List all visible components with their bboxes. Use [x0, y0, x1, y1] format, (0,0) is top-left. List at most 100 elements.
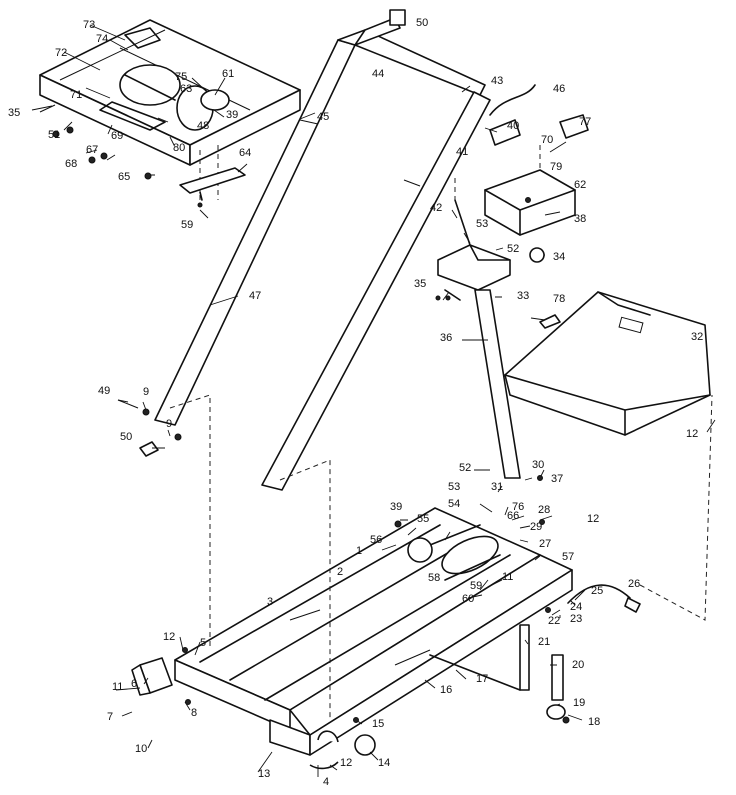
part-label: 65 — [118, 171, 130, 183]
part-label: 26 — [628, 578, 640, 590]
hardware-fasteners — [52, 126, 570, 724]
part-label: 62 — [574, 179, 586, 191]
motor-housing-assembly — [39, 19, 301, 166]
part-label: 52 — [507, 243, 519, 255]
part-label: 13 — [258, 768, 270, 780]
part-label: 39 — [390, 501, 402, 513]
part-label: 57 — [562, 551, 574, 563]
part-label: 5 — [200, 637, 206, 649]
lift-tube — [519, 624, 530, 691]
part-label: 54 — [448, 498, 460, 510]
part-label: 50 — [416, 17, 428, 29]
part-label: 48 — [197, 120, 209, 132]
part-label: 79 — [550, 161, 562, 173]
part-label: 67 — [86, 144, 98, 156]
part-label: 73 — [83, 19, 95, 31]
part-label: 72 — [55, 47, 67, 59]
treadmill-frame — [174, 507, 573, 756]
part-label: 60 — [462, 593, 474, 605]
part-label: 53 — [476, 218, 488, 230]
part-label: 37 — [551, 473, 563, 485]
part-label: 17 — [476, 673, 488, 685]
part-label: 40 — [507, 120, 519, 132]
part-label: 4 — [323, 776, 329, 788]
part-label: 7 — [107, 711, 113, 723]
part-label: 12 — [163, 631, 175, 643]
part-label: 45 — [317, 111, 329, 123]
part-label: 29 — [530, 521, 542, 533]
console-assembly — [437, 84, 589, 301]
part-label: 49 — [98, 385, 110, 397]
part-label: 50 — [120, 431, 132, 443]
part-number-labels: 73 74 72 50 44 75 61 71 63 35 51 69 48 3… — [8, 17, 703, 788]
part-label: 34 — [553, 251, 565, 263]
part-label: 55 — [417, 513, 429, 525]
lift-motor — [551, 654, 564, 701]
part-label: 18 — [588, 716, 600, 728]
handrail-frame — [154, 9, 491, 491]
part-label: 35 — [414, 278, 426, 290]
part-label: 12 — [686, 428, 698, 440]
part-label: 9 — [166, 418, 172, 430]
part-label: 78 — [553, 293, 565, 305]
part-label: 15 — [372, 718, 384, 730]
part-label: 80 — [173, 142, 185, 154]
part-label: 35 — [8, 107, 20, 119]
part-label: 36 — [440, 332, 452, 344]
part-label: 70 — [541, 134, 553, 146]
part-label: 64 — [239, 147, 251, 159]
part-label: 46 — [553, 83, 565, 95]
part-label: 44 — [372, 68, 384, 80]
part-label: 59 — [470, 580, 482, 592]
part-label: 42 — [430, 202, 442, 214]
part-label: 75 — [175, 71, 187, 83]
part-label: 63 — [180, 83, 192, 95]
part-label: 24 — [570, 601, 582, 613]
part-label: 39 — [226, 109, 238, 121]
part-label: 59 — [181, 219, 193, 231]
part-label: 22 — [548, 615, 560, 627]
part-label: 43 — [491, 75, 503, 87]
part-label: 51 — [48, 129, 60, 141]
part-label: 23 — [570, 613, 582, 625]
part-label: 14 — [378, 757, 390, 769]
part-label: 41 — [456, 146, 468, 158]
part-label: 38 — [574, 213, 586, 225]
part-label: 68 — [65, 158, 77, 170]
part-label: 11 — [112, 681, 123, 693]
part-label: 32 — [691, 331, 703, 343]
part-label: 3 — [267, 596, 273, 608]
part-label: 76 — [512, 501, 524, 513]
part-label: 58 — [428, 572, 440, 584]
part-label: 16 — [440, 684, 452, 696]
part-label: 20 — [572, 659, 584, 671]
part-label: 56 — [370, 534, 382, 546]
part-label: 69 — [111, 130, 123, 142]
part-label: 6 — [131, 678, 137, 690]
part-label: 10 — [135, 743, 147, 755]
part-label: 25 — [591, 585, 603, 597]
part-label: 47 — [249, 290, 261, 302]
console-upright — [474, 289, 521, 479]
part-label: 21 — [538, 636, 550, 648]
part-label: 1 — [356, 545, 362, 557]
part-label: 61 — [222, 68, 234, 80]
part-label: 19 — [573, 697, 585, 709]
part-label: 2 — [337, 566, 343, 578]
part-label: 30 — [532, 459, 544, 471]
part-label: 8 — [191, 707, 197, 719]
part-label: 12 — [587, 513, 599, 525]
part-label: 12 — [340, 757, 352, 769]
part-label: 11 — [502, 571, 513, 583]
part-label: 9 — [143, 386, 149, 398]
part-label: 27 — [539, 538, 551, 550]
part-label: 52 — [459, 462, 471, 474]
part-label: 74 — [96, 33, 108, 45]
part-label: 66 — [507, 510, 519, 522]
part-label: 33 — [517, 290, 529, 302]
part-label: 53 — [448, 481, 460, 493]
motor-cover — [504, 291, 711, 436]
part-label: 28 — [538, 504, 550, 516]
